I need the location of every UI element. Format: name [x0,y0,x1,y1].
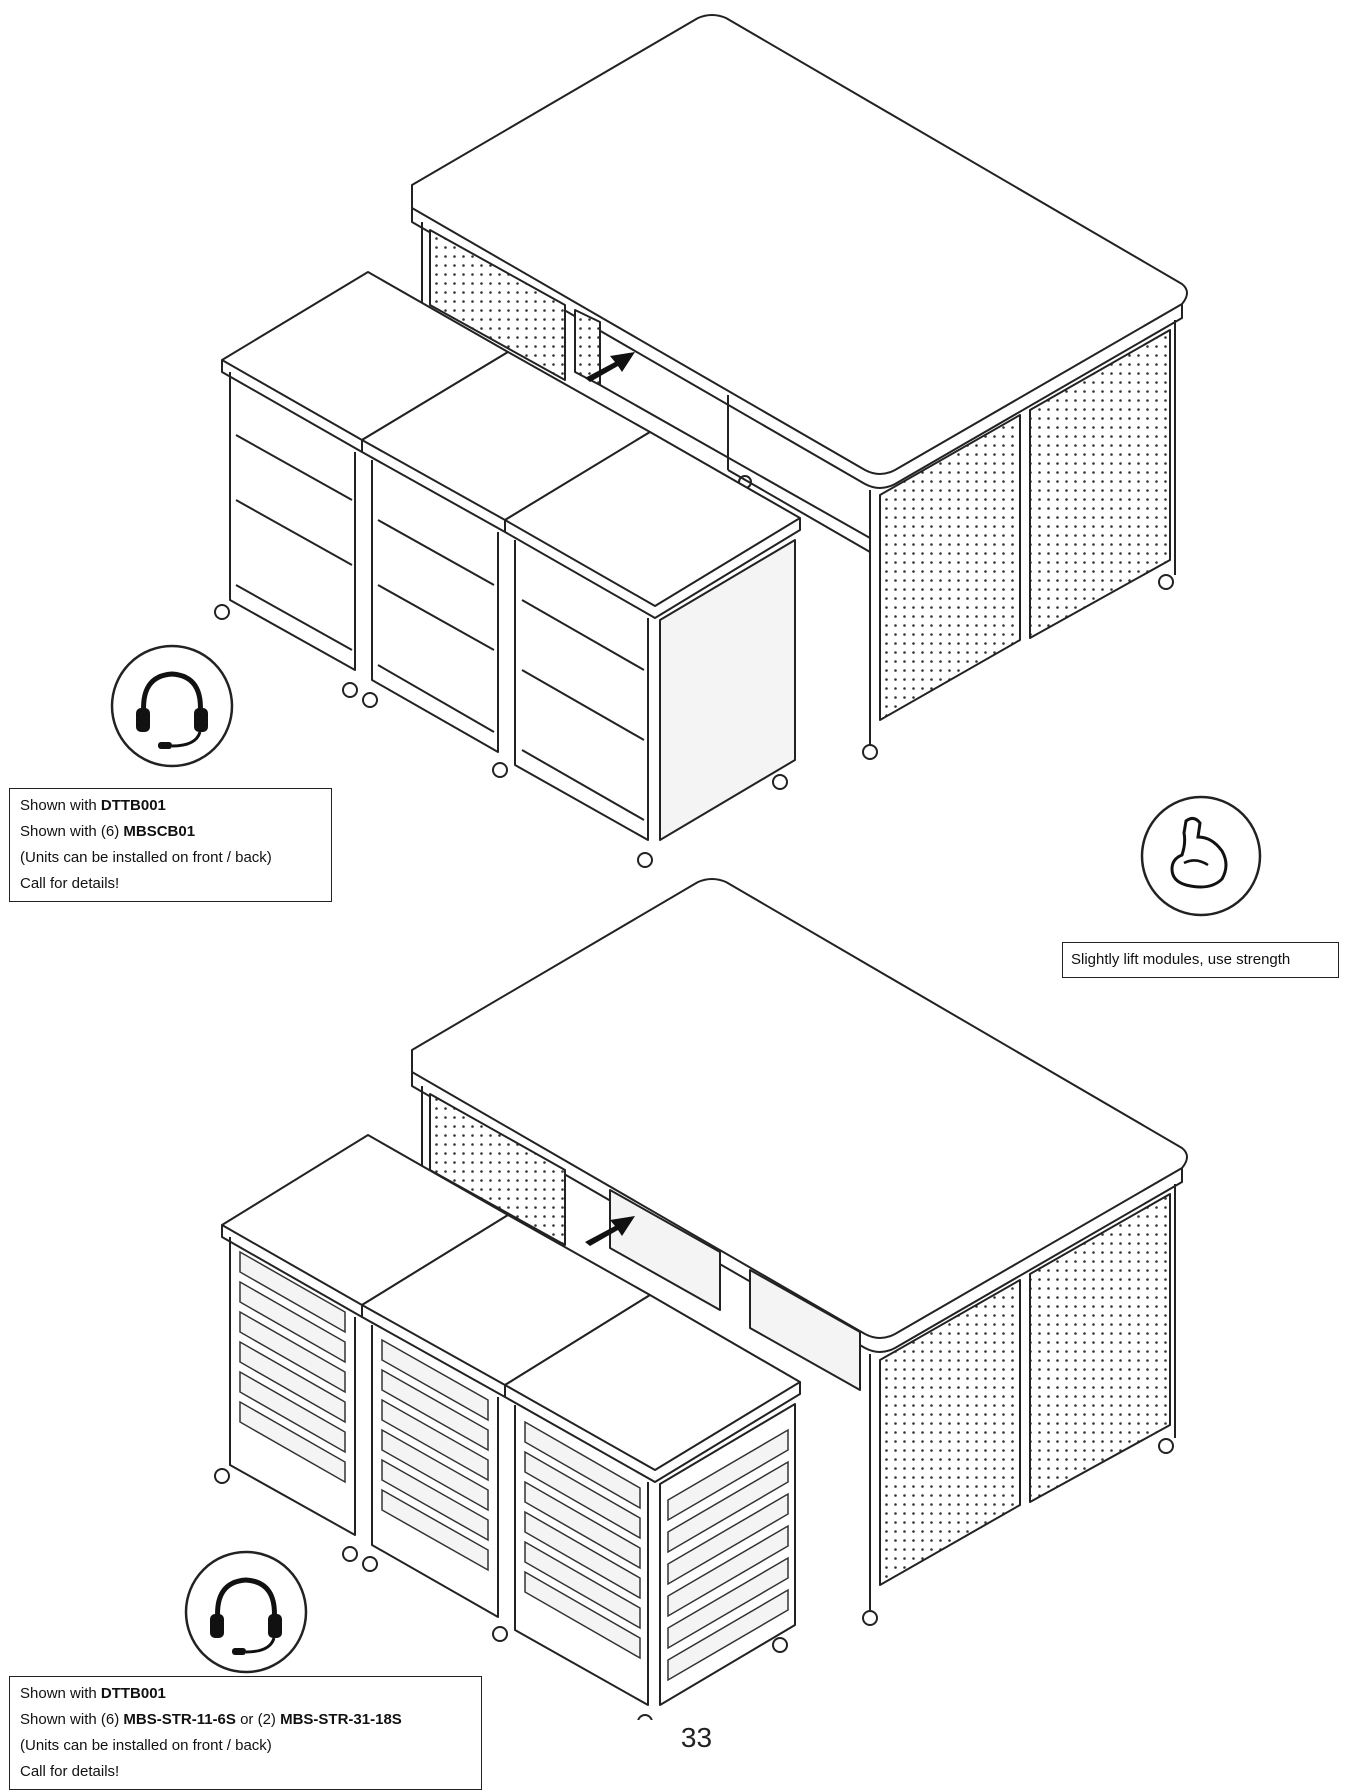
push-arrow [585,1216,635,1246]
bottom-illustration [0,870,1353,1720]
top-callout: Shown with DTTB001 Shown with (6) MBSCB0… [9,788,332,902]
shelf-carts [214,271,801,868]
table-with-shelf-carts-drawing [214,14,1188,868]
pegboard-back-left [429,229,566,381]
callout-text: Shown with [20,797,101,814]
push-arrow [585,352,635,382]
model-code: MBS-STR-11-6S [123,1711,236,1728]
callout-line: Call for details! [20,1763,120,1780]
strength-note: Slightly lift modules, use strength [1062,942,1339,978]
table-top [411,878,1188,1339]
flexed-arm-icon [1138,793,1264,924]
callout-line: (Units can be installed on front / back) [20,1737,272,1754]
model-code: DTTB001 [100,1685,166,1702]
callout-line: Shown with (6) MBSCB01 [20,819,321,845]
headset-icon [108,642,236,770]
callout-text: or (2) [235,1711,281,1728]
table-with-drawer-carts-drawing [214,878,1188,1720]
callout-text: Shown with (6) [20,1711,124,1728]
bottom-callout: Shown with DTTB001 Shown with (6) MBS-ST… [9,1676,482,1790]
callout-line: Shown with (6) MBS-STR-11-6S or (2) MBS-… [20,1707,471,1733]
strength-note-text: Slightly lift modules, use strength [1071,951,1291,968]
callout-line: Shown with DTTB001 [20,793,321,819]
table-top [411,14,1188,475]
model-code: DTTB001 [100,797,166,814]
top-illustration: Shown with DTTB001 Shown with (6) MBSCB0… [9,14,1188,902]
callout-line: Call for details! [20,875,120,892]
page-number: 33 [680,1722,713,1753]
pegboard-front-left [879,414,1021,721]
headset-icon [182,1548,310,1676]
callout-line: Shown with DTTB001 [20,1681,471,1707]
callout-text: Shown with (6) [20,823,124,840]
callout-text: Shown with [20,1685,101,1702]
callout-line: (Units can be installed on front / back) [20,849,272,866]
model-code: MBSCB01 [123,823,196,840]
pegboard-front-right [1029,329,1171,639]
model-code: MBS-STR-31-18S [280,1711,402,1728]
